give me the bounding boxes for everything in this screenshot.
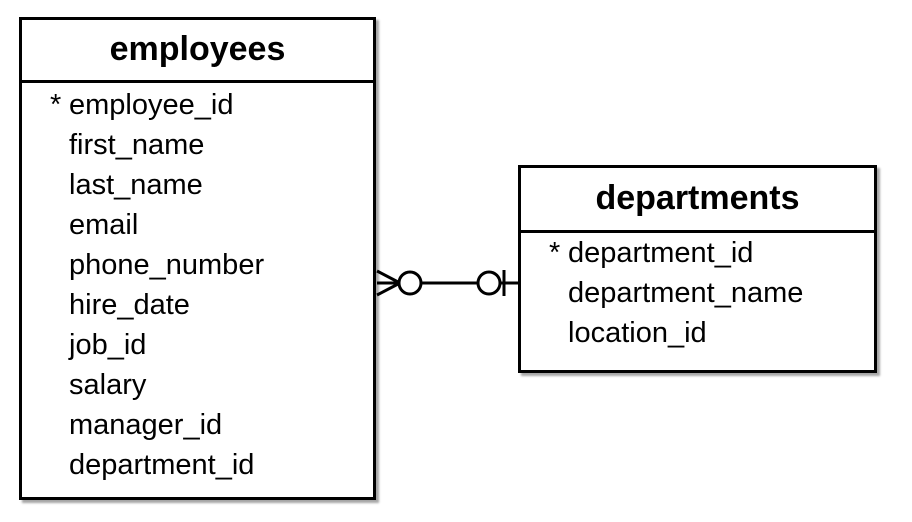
field-label: phone_number xyxy=(69,249,265,281)
field-label: hire_date xyxy=(69,289,190,321)
field-label: department_id xyxy=(69,449,255,481)
field-row-employees-manager_id[interactable]: manager_id xyxy=(50,405,373,445)
field-label: job_id xyxy=(69,329,147,361)
optionality-circle-departments-side xyxy=(476,270,502,296)
field-label: email xyxy=(69,209,139,241)
entity-employees[interactable]: employees *employee_id first_name last_nam… xyxy=(19,17,376,500)
field-label: location_id xyxy=(568,317,707,349)
field-row-departments-department_id[interactable]: *department_id xyxy=(549,233,874,273)
field-label: department_id xyxy=(568,237,754,269)
field-row-employees-hire_date[interactable]: hire_date xyxy=(50,285,373,325)
field-row-departments-department_name[interactable]: department_name xyxy=(549,273,874,313)
primary-key-asterisk: * xyxy=(50,89,62,121)
field-row-employees-first_name[interactable]: first_name xyxy=(50,125,373,165)
field-row-employees-phone_number[interactable]: phone_number xyxy=(50,245,373,285)
field-label: first_name xyxy=(69,129,205,161)
field-row-employees-employee_id[interactable]: *employee_id xyxy=(50,85,373,125)
field-label: manager_id xyxy=(69,409,223,441)
field-row-employees-email[interactable]: email xyxy=(50,205,373,245)
field-label: department_name xyxy=(568,277,804,309)
field-label: employee_id xyxy=(69,89,234,121)
entity-departments-title: departments xyxy=(521,168,874,233)
primary-key-asterisk: * xyxy=(549,237,561,269)
field-row-employees-last_name[interactable]: last_name xyxy=(50,165,373,205)
entity-employees-title: employees xyxy=(22,20,373,83)
entity-departments[interactable]: departments *department_id department_nam… xyxy=(518,165,877,373)
field-label: salary xyxy=(69,369,147,401)
field-label: last_name xyxy=(69,169,203,201)
field-row-employees-department_id[interactable]: department_id xyxy=(50,445,373,485)
field-row-employees-salary[interactable]: salary xyxy=(50,365,373,405)
crows-foot-many-marker xyxy=(376,269,401,297)
entity-departments-field-list: *department_id department_name location_id xyxy=(521,233,874,353)
field-row-departments-location_id[interactable]: location_id xyxy=(549,313,874,353)
optionality-circle-employees-side xyxy=(397,270,423,296)
field-row-employees-job_id[interactable]: job_id xyxy=(50,325,373,365)
